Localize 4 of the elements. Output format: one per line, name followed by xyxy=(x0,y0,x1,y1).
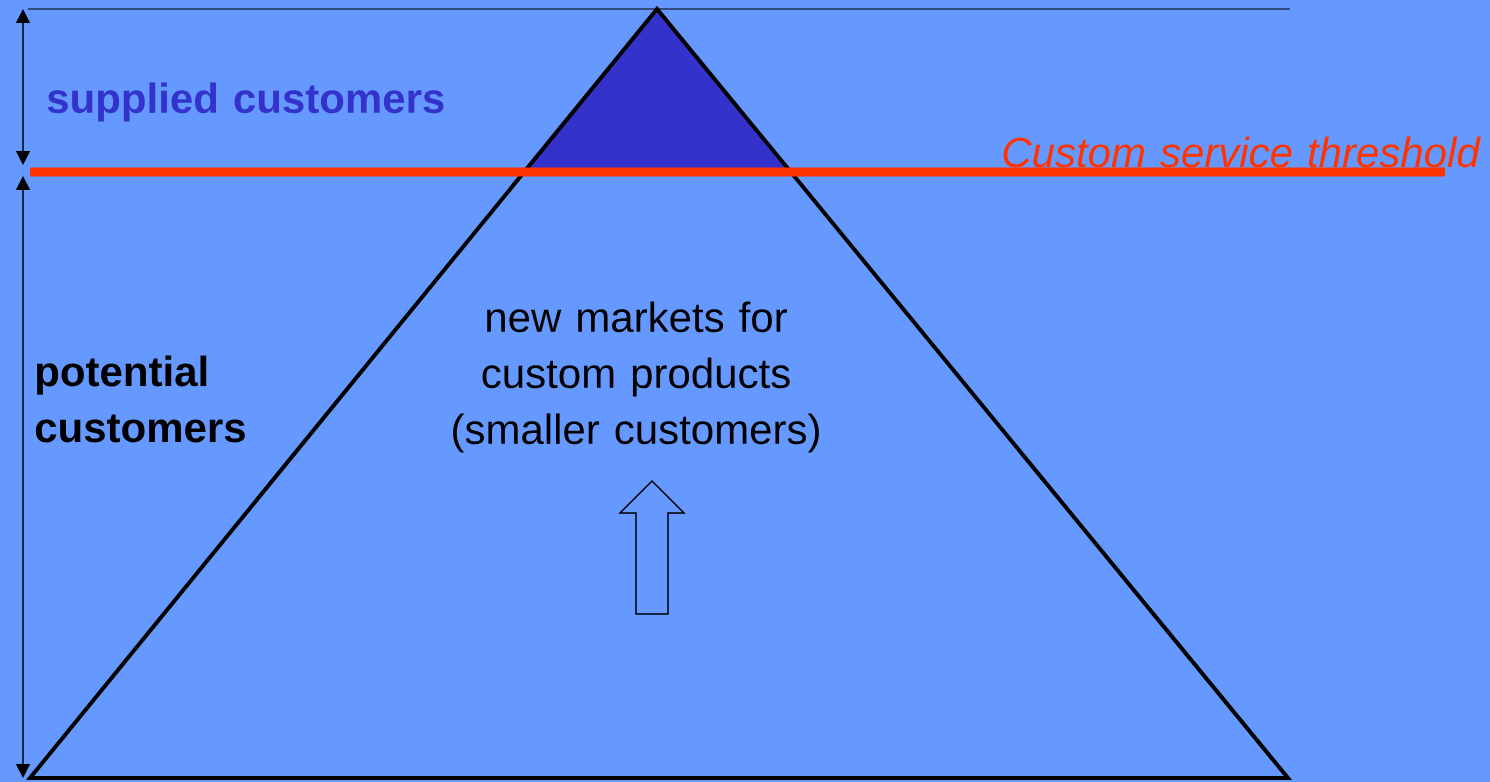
label: new markets for custom products (smaller customers) xyxy=(453,301,819,453)
label: Custom service threshold xyxy=(1003,136,1481,168)
label: supplied customers xyxy=(47,82,444,122)
label: potential customers xyxy=(35,355,245,443)
